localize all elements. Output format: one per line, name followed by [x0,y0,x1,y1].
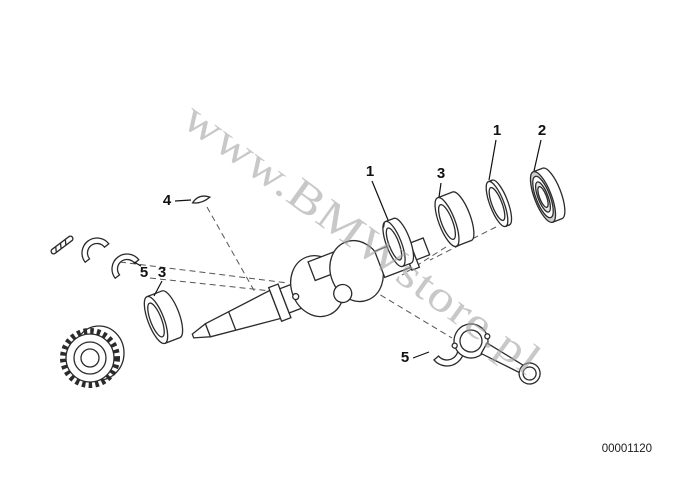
dowel-pin-hatch-1 [55,246,57,253]
callout-5-left: 5 [140,264,148,281]
callout-1-right: 1 [493,122,501,139]
crank-web-lightening-hole [333,283,353,304]
half-shell-body [81,237,110,264]
callouts: 4 5 3 1 3 1 2 5 [133,122,546,366]
rod-cap-bolt-1 [451,342,458,349]
bushing-bottom-edge [456,239,472,247]
dowel-pin-hatch-2 [59,242,62,249]
thrust-ring-middle [382,217,415,268]
callout-1-middle-line [371,180,389,221]
callout-4: 4 [163,192,172,209]
bushing-bore [437,203,457,241]
rod-cap-bolt-2 [484,333,491,340]
crank-oil-hole [292,292,300,301]
callout-1-right-line [488,139,497,181]
callout-3-left-line [153,280,163,297]
bushing-bore [147,302,165,338]
rod-small-end-bore [522,366,537,381]
leader-ring3-to-shaft [401,246,447,276]
ring-bore [385,227,403,261]
dowel-pin-body [50,235,74,255]
crankshaft-nose-detail-line [228,311,237,331]
bearing-half-shell-upper-left [81,237,110,264]
callout-5-left-line [133,261,142,267]
callout-3-left: 3 [158,264,166,281]
shim-washer [485,179,513,228]
leader-shell2-to-crank [149,277,291,294]
callout-3-middle-line [438,182,442,198]
callout-4-line [174,199,192,202]
connecting-rod [451,323,541,385]
drawing-number: 00001120 [602,443,652,455]
crankshaft-taper-nose [204,289,282,338]
bearing-bushing-left [143,290,184,345]
woodruff-key [191,195,212,204]
half-shell-body [111,253,140,280]
callout-5-bottom: 5 [401,349,409,366]
callout-2-right: 2 [538,122,546,139]
timing-sprocket [60,325,125,388]
bearing-bushing-right [434,191,475,248]
leader-shells-to-crank [119,261,289,284]
washer-bore [488,186,506,222]
seal-bore [537,186,549,208]
callout-5-bottom-line [412,351,430,359]
bearing-half-shell-lower-left [111,253,140,280]
woodruff-key-body [191,195,212,204]
callout-2-right-line [533,139,542,172]
ring-split-notch [382,221,386,228]
rod-big-end-bore [459,329,483,353]
dowel-pin [50,235,74,255]
sprocket-teeth [60,328,120,388]
callout-1-middle: 1 [366,163,374,180]
bushing-top-edge [437,191,453,199]
leader-washer-to-shaft-end [429,226,497,261]
leader-key-to-nose [206,206,257,295]
dowel-pin-hatch-3 [64,239,67,246]
shaft-seal [529,167,566,224]
sprocket-bore [80,348,100,368]
bushing-bottom-edge [164,336,181,344]
callout-3-middle: 3 [437,165,445,182]
